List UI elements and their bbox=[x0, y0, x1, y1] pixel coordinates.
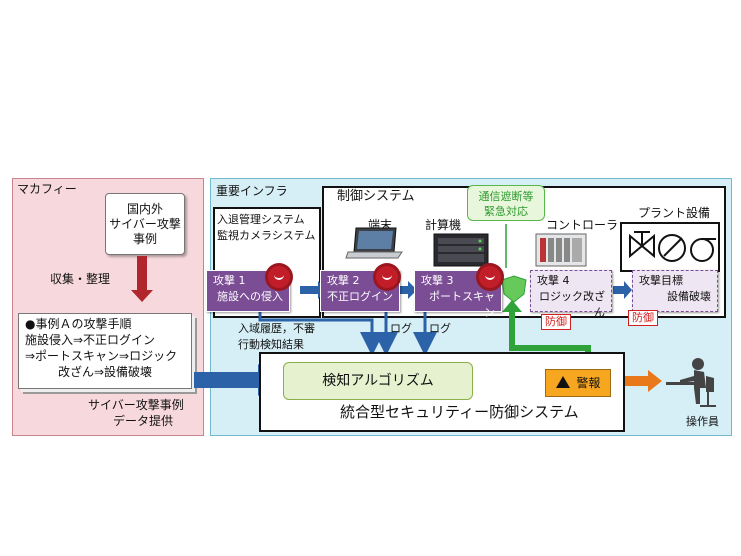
provide-line-1: サイバー攻撃事例 bbox=[88, 398, 184, 412]
case-line-3: ⇒ポートスキャン⇒ロジック bbox=[25, 349, 178, 363]
case-line-2: 施設侵入⇒不正ログイン bbox=[25, 333, 156, 347]
virus-icon bbox=[268, 266, 290, 288]
shield-icon bbox=[501, 275, 527, 303]
case-a-procedure-card: ●事例Ａの攻撃手順 施設侵入⇒不正ログイン ⇒ポートスキャン⇒ロジック 改ざん⇒… bbox=[18, 313, 192, 389]
scroll-line-3: 事例 bbox=[132, 232, 157, 246]
attack-target-label: 攻撃目標 bbox=[639, 274, 683, 287]
attack-step-1: 攻撃 1 施設への侵入 bbox=[206, 270, 290, 312]
attack-target: 攻撃目標 設備破壊 bbox=[632, 270, 718, 312]
attack-3-desc: ポートスキャン bbox=[429, 290, 495, 319]
cyber-attack-cases-scroll: 国内外 サイバー攻撃 事例 bbox=[105, 193, 185, 255]
defense-tag-2: 防御 bbox=[628, 310, 658, 326]
operator-icon bbox=[666, 358, 716, 407]
scroll-line-2: サイバー攻撃 bbox=[109, 217, 181, 231]
cut-note-line-2: 緊急対応 bbox=[484, 205, 528, 218]
entry-log-line-1: 入域履歴，不審 bbox=[238, 322, 315, 335]
entry-line-2: 監視カメラシステム bbox=[217, 229, 316, 242]
attack-4-number: 攻撃 4 bbox=[537, 274, 570, 287]
plant-label: プラント設備 bbox=[638, 206, 711, 220]
emergency-response-note: 通信遮断等 緊急対応 bbox=[467, 185, 545, 221]
mcafee-title: マカフィー bbox=[17, 182, 77, 196]
attack-3-number: 攻撃 3 bbox=[421, 274, 454, 287]
attack-2-number: 攻撃 2 bbox=[327, 274, 360, 287]
provide-line-2: データ提供 bbox=[113, 414, 174, 428]
attack-target-desc: 設備破壊 bbox=[667, 290, 711, 303]
virus-icon bbox=[479, 266, 501, 288]
log-label-2: ログ bbox=[390, 322, 412, 335]
scroll-line-1: 国内外 bbox=[126, 202, 163, 216]
computer-rack-icon bbox=[433, 233, 489, 267]
attack-1-number: 攻撃 1 bbox=[213, 274, 246, 287]
attack-step-4: 攻撃 4 ロジック改ざん bbox=[530, 270, 612, 319]
virus-icon bbox=[376, 266, 398, 288]
control-system-title: 制御システム bbox=[337, 189, 415, 204]
entry-log-arrow bbox=[258, 312, 384, 356]
alarm-box: 警報 bbox=[545, 369, 611, 397]
warning-icon bbox=[555, 376, 570, 388]
controller-icon bbox=[535, 233, 587, 267]
attack-arrow-2 bbox=[399, 281, 417, 299]
log-label-3: ログ bbox=[429, 322, 451, 335]
case-line-1: ●事例Ａの攻撃手順 bbox=[25, 317, 132, 331]
operator-label: 操作員 bbox=[686, 415, 719, 428]
alarm-label: 警報 bbox=[576, 376, 601, 390]
attack-4-desc: ロジック改ざん bbox=[539, 290, 605, 319]
attack-arrow-4 bbox=[613, 281, 632, 299]
detection-algorithm-box: 検知アルゴリズム bbox=[283, 362, 473, 400]
entry-line-1: 入退管理システム bbox=[217, 213, 305, 226]
controller-label: コントローラ bbox=[546, 218, 619, 232]
collect-arrow bbox=[131, 256, 153, 302]
cut-note-line-1: 通信遮断等 bbox=[478, 190, 534, 203]
defense-tag-1: 防御 bbox=[541, 314, 571, 330]
data-provide-arrow bbox=[194, 364, 278, 396]
alarm-to-operator-arrow bbox=[610, 370, 662, 392]
laptop-icon bbox=[345, 227, 403, 259]
infra-title: 重要インフラ bbox=[216, 184, 288, 198]
attack-2-desc: 不正ログイン bbox=[327, 290, 393, 303]
case-line-4: 改ざん⇒設備破壊 bbox=[57, 365, 153, 379]
entry-log-line-2: 行動検知結果 bbox=[238, 338, 304, 351]
collect-label: 収集・整理 bbox=[50, 272, 111, 286]
computer-label: 計算機 bbox=[425, 218, 462, 232]
defense-system-title: 統合型セキュリティー防御システム bbox=[340, 403, 579, 421]
attack-1-desc: 施設への侵入 bbox=[217, 290, 283, 303]
